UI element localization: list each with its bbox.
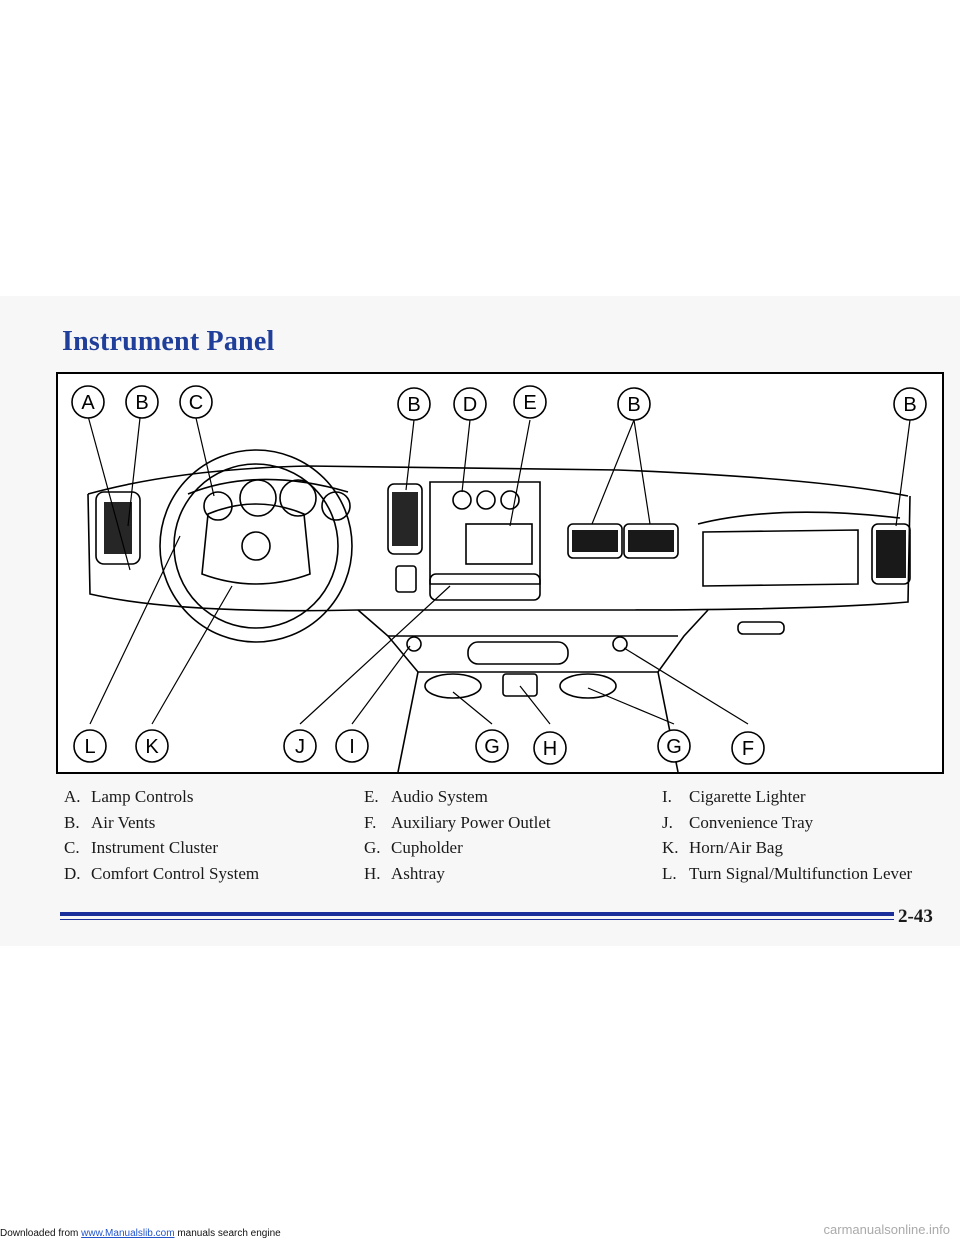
legend-item-k: K.Horn/Air Bag — [662, 838, 783, 857]
legend-item-i: I.Cigarette Lighter — [662, 787, 806, 806]
watermark-text: carmanualsonline.info — [823, 1222, 950, 1237]
component-legend: A.Lamp Controls B.Air Vents C.Instrument… — [0, 784, 960, 894]
page-number: 2-43 — [898, 906, 933, 927]
callout-b: B — [125, 385, 159, 419]
callout-label: G — [666, 736, 682, 758]
legend-item-f: F.Auxiliary Power Outlet — [364, 812, 551, 832]
footer-rule — [60, 912, 894, 916]
page-title: Instrument Panel — [62, 326, 275, 357]
download-footer: Downloaded from www.Manualslib.com manua… — [0, 1228, 281, 1239]
callout-label: E — [523, 392, 536, 414]
legend-item-a: A.Lamp Controls — [64, 787, 194, 806]
callout-b: B — [617, 387, 651, 421]
callout-label: B — [903, 394, 916, 416]
legend-item-e: E.Audio System — [364, 787, 488, 806]
callout-b: B — [893, 387, 927, 421]
callout-c: C — [179, 385, 213, 419]
legend-item-d: D.Comfort Control System — [64, 863, 260, 883]
callout-label: C — [189, 392, 203, 414]
legend-item-j: J.Convenience Tray — [662, 812, 814, 832]
callout-label: L — [84, 736, 95, 758]
legend-item-h: H.Ashtray — [364, 863, 445, 883]
callout-e: E — [513, 385, 547, 419]
legend-column-1: A.Lamp Controls B.Air Vents C.Instrument… — [64, 784, 259, 886]
callout-label: B — [135, 392, 148, 414]
callout-label: H — [543, 738, 557, 760]
manualslib-link[interactable]: www.Manualslib.com — [81, 1228, 175, 1239]
callout-j: J — [283, 729, 317, 763]
callout-label: B — [407, 394, 420, 416]
footer-prefix: Downloaded from — [0, 1228, 79, 1239]
callout-f: F — [731, 731, 765, 765]
callout-l: L — [73, 729, 107, 763]
callout-i: I — [335, 729, 369, 763]
legend-item-l: L.Turn Signal/Multifunction Lever — [662, 863, 913, 883]
callout-label: B — [627, 394, 640, 416]
callout-label: J — [295, 736, 305, 758]
callout-label: K — [145, 736, 159, 758]
legend-column-3: I.Cigarette Lighter J.Convenience Tray K… — [662, 784, 912, 886]
legend-item-c: C.Instrument Cluster — [64, 838, 219, 857]
callout-label: G — [484, 736, 500, 758]
dashboard-drawing: A B C B D E B — [71, 385, 927, 772]
callout-label: I — [349, 736, 355, 758]
footer-suffix: manuals search engine — [177, 1228, 281, 1239]
callout-h: H — [533, 731, 567, 765]
instrument-panel-figure: A B C B D E B — [56, 372, 944, 774]
legend-column-2: E.Audio System F.Auxiliary Power Outlet … — [364, 784, 551, 886]
callout-label: D — [463, 394, 477, 416]
callout-label: F — [742, 738, 754, 760]
callout-label: A — [81, 392, 95, 414]
callout-d: D — [453, 387, 487, 421]
callout-g: G — [657, 729, 691, 763]
legend-item-g: G.Cupholder — [364, 838, 463, 857]
legend-item-b: B.Air Vents — [64, 812, 156, 832]
callout-g: G — [475, 729, 509, 763]
footer-rule-thin — [60, 919, 894, 920]
callout-b: B — [397, 387, 431, 421]
callout-k: K — [135, 729, 169, 763]
callout-a: A — [71, 385, 105, 419]
